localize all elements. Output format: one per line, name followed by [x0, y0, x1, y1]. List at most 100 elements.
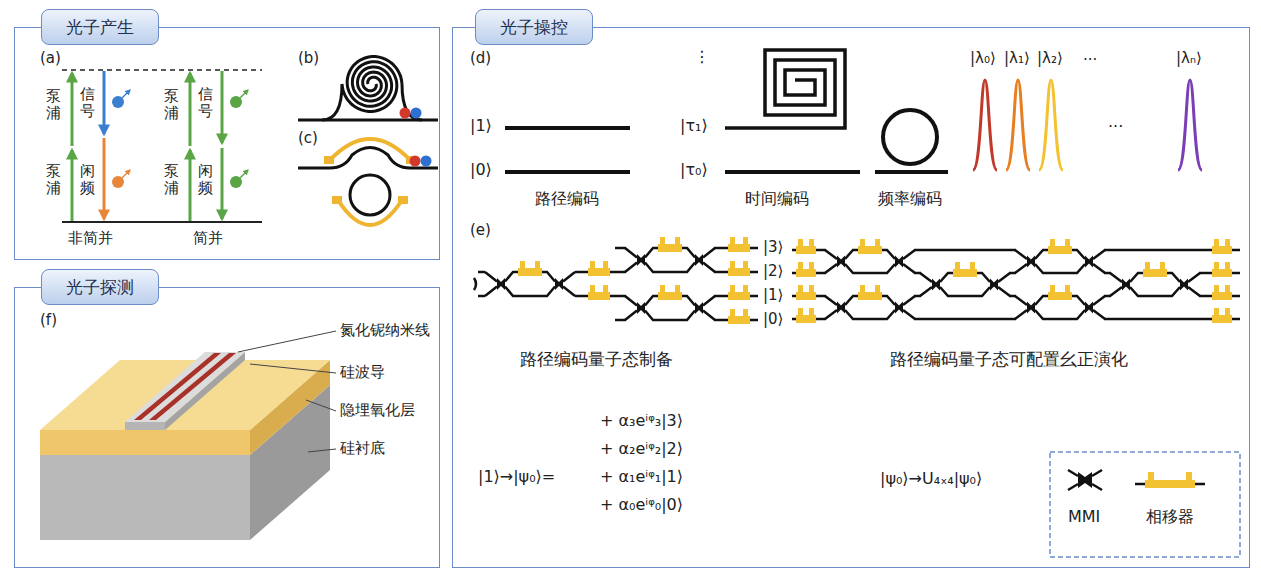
label: |3⟩	[763, 239, 783, 256]
phase-shifter-pad	[590, 285, 595, 293]
phase-shifter	[1212, 246, 1232, 254]
phase-shifter-pad	[743, 309, 748, 317]
phase-shifter-pad	[603, 285, 608, 293]
phase-shifter	[796, 315, 816, 323]
waveguide	[940, 287, 990, 296]
mmi	[695, 302, 703, 314]
waveguide	[1015, 296, 1027, 319]
label: 泵浦	[164, 88, 179, 121]
phase-shifter	[1048, 292, 1072, 300]
phase-shifter-pad	[520, 261, 525, 269]
phase-shifter-pad	[860, 285, 865, 293]
phase-shifter-pad	[743, 261, 748, 269]
waveguide	[474, 278, 476, 290]
label: (f)	[40, 312, 57, 329]
legend-text: MMI	[1068, 508, 1100, 526]
label: 氮化铌纳米线	[340, 322, 430, 339]
label: 频率编码	[878, 190, 942, 208]
phase-shifter	[728, 268, 750, 276]
mmi	[555, 278, 563, 290]
label: 泵浦	[46, 163, 61, 196]
phase-shifter-pad	[1065, 285, 1070, 293]
label: + α₁eⁱᵠ₁|1⟩	[600, 468, 683, 486]
phase-shifter-pad	[660, 285, 665, 293]
phase-shifter	[1212, 315, 1232, 323]
panel-heading: 光子操控	[475, 9, 593, 45]
label: |0⟩	[470, 161, 492, 179]
waveguide	[645, 311, 695, 321]
phase-shifter	[728, 292, 750, 300]
phase-shifter	[728, 244, 750, 252]
waveguide	[645, 263, 695, 273]
waveguide	[703, 248, 715, 272]
waveguide	[1188, 273, 1200, 296]
phase-shifter-pad	[1225, 262, 1230, 270]
phase-shifter-pad	[875, 239, 880, 247]
mmi	[932, 279, 940, 291]
label: |ψ₀⟩→U₄ₓ₄|ψ₀⟩	[880, 470, 982, 488]
label: 硅波导	[340, 364, 385, 381]
mask	[1016, 293, 1104, 322]
mmi	[837, 256, 845, 268]
mmi	[1085, 302, 1093, 314]
waveguide	[563, 272, 575, 296]
waveguide	[845, 264, 895, 273]
phase-shifter-pad	[809, 308, 814, 316]
waveguide	[1093, 296, 1105, 319]
phase-shifter	[588, 292, 610, 300]
phase-shifter	[588, 268, 610, 276]
phase-shifter	[728, 316, 750, 324]
waveguide	[703, 296, 715, 320]
mmi	[1085, 256, 1093, 268]
phase-shifter	[658, 292, 682, 300]
mask	[826, 293, 914, 322]
label: ⋮	[694, 48, 710, 66]
legend-text: 相移器	[1146, 508, 1194, 526]
phase-shifter	[658, 244, 682, 252]
phase-shifter-pad	[860, 239, 865, 247]
label: 简并	[193, 230, 223, 247]
phase-shifter-pad	[809, 285, 814, 293]
label: (b)	[298, 50, 319, 67]
label: (e)	[470, 222, 491, 239]
phase-shifter-pad	[1050, 239, 1055, 247]
phase-shifter-pad	[660, 237, 665, 245]
phase-shifter-pad	[675, 285, 680, 293]
phase-shifter-pad	[970, 262, 975, 270]
label: |0⟩	[763, 311, 783, 328]
panel-heading: 光子产生	[41, 9, 159, 45]
label: 信号	[198, 86, 213, 119]
label: 泵浦	[46, 88, 61, 121]
mmi	[1122, 279, 1130, 291]
panel-heading: 光子探测	[41, 269, 159, 305]
label: |1⟩	[470, 117, 492, 135]
label: 非简并	[68, 230, 113, 247]
phase-shifter	[796, 292, 816, 300]
phase-shifter	[1143, 269, 1167, 277]
mmi	[837, 302, 845, 314]
mmi	[637, 254, 645, 266]
phase-shifter-pad	[730, 309, 735, 317]
phase-shifter-pad	[590, 261, 595, 269]
label: + α₀eⁱᵠ₀|0⟩	[600, 496, 683, 514]
waveguide	[625, 248, 637, 272]
phase-shifter-pad	[1214, 308, 1219, 316]
mask	[1111, 270, 1199, 299]
label: 泵浦	[164, 163, 179, 196]
phase-shifter-pad	[809, 262, 814, 270]
phase-shifter-pad	[1225, 285, 1230, 293]
waveguide	[478, 295, 485, 298]
phase-shifter-pad	[955, 262, 960, 270]
phase-shifter	[953, 269, 977, 277]
label: |1⟩	[763, 287, 783, 304]
label: |τ₁⟩	[680, 117, 708, 135]
label: |2⟩	[763, 263, 783, 280]
phase-shifter-pad	[730, 237, 735, 245]
phase-shifter-pad	[730, 285, 735, 293]
label: |λₙ⟩	[1176, 50, 1202, 67]
waveguide	[485, 272, 497, 296]
phase-shifter-pad	[1065, 239, 1070, 247]
encoding-sketches	[505, 50, 1202, 172]
phase-shifter-pad	[1160, 262, 1165, 270]
waveguide	[825, 250, 837, 273]
